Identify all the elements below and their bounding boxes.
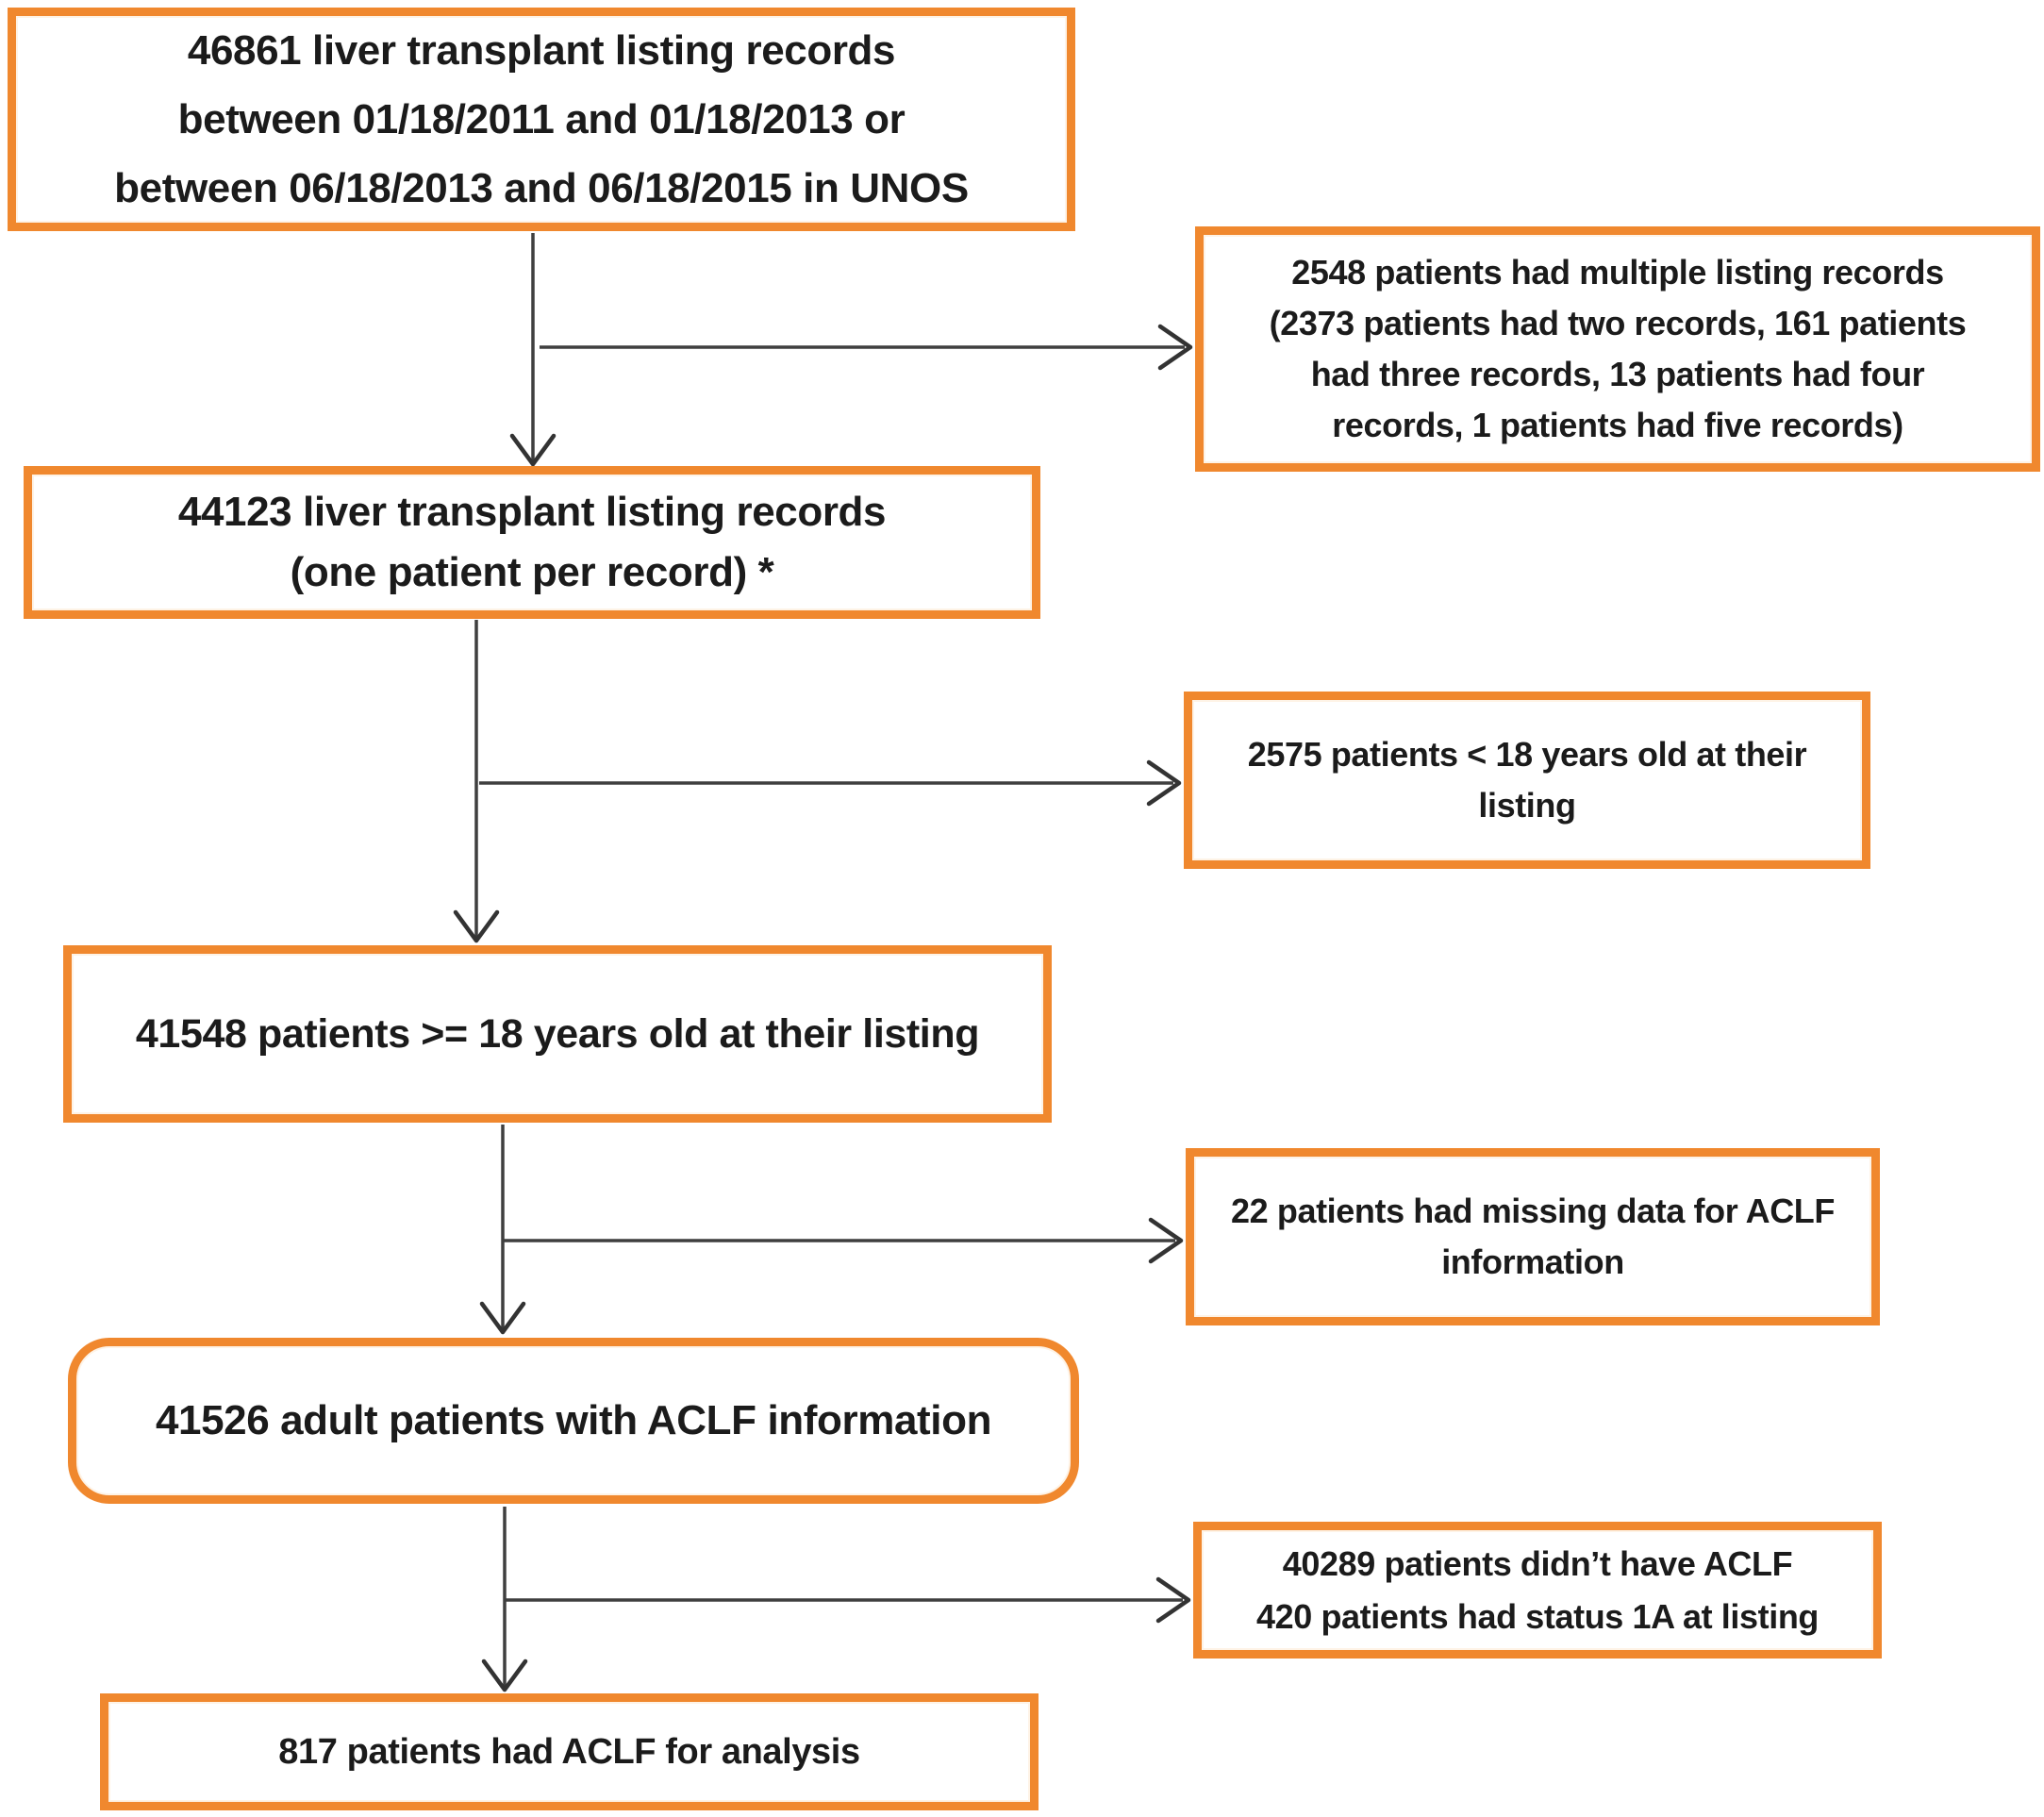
node-text-line: information bbox=[1441, 1242, 1624, 1281]
connector-adults-to-aclfinfo bbox=[479, 1125, 1184, 1335]
node-excluded-missing-aclf: 22 patients had missing data for ACLF in… bbox=[1186, 1148, 1880, 1325]
node-text-line: (one patient per record) * bbox=[290, 549, 774, 595]
node-excluded-no-aclf-status1a: 40289 patients didn’t have ACLF 420 pati… bbox=[1193, 1522, 1882, 1659]
connector-aclfinfo-to-final bbox=[481, 1507, 1191, 1692]
node-text-line: 2575 patients < 18 years old at their bbox=[1247, 735, 1807, 774]
node-text-line: 44123 liver transplant listing records bbox=[177, 489, 887, 535]
connector-records-to-dedup bbox=[509, 233, 1193, 467]
node-text-line: listing bbox=[1478, 786, 1576, 825]
node-excluded-under-18: 2575 patients < 18 years old at their li… bbox=[1184, 692, 1870, 869]
node-aclf-information: 41526 adult patients with ACLF informati… bbox=[68, 1338, 1079, 1504]
node-text-line: between 06/18/2013 and 06/18/2015 in UNO… bbox=[114, 165, 969, 211]
node-text-line: records, 1 patients had five records) bbox=[1332, 406, 1903, 444]
node-final-analysis: 817 patients had ACLF for analysis bbox=[100, 1693, 1039, 1810]
node-text-line: 420 patients had status 1A at listing bbox=[1255, 1596, 1820, 1636]
node-text-line: between 01/18/2011 and 01/18/2013 or bbox=[177, 96, 906, 142]
node-text-line: 46861 liver transplant listing records bbox=[187, 27, 896, 74]
node-text-line: 40289 patients didn’t have ACLF bbox=[1282, 1543, 1793, 1583]
connector-dedup-to-adults bbox=[453, 620, 1182, 943]
node-text-line: 41526 adult patients with ACLF informati… bbox=[155, 1397, 992, 1443]
node-text-line: 41548 patients >= 18 years old at their … bbox=[135, 1010, 980, 1057]
node-text-line: 817 patients had ACLF for analysis bbox=[278, 1731, 860, 1772]
node-adult-patients: 41548 patients >= 18 years old at their … bbox=[63, 945, 1052, 1123]
node-text-line: 22 patients had missing data for ACLF bbox=[1231, 1192, 1835, 1230]
node-text-line: 2548 patients had multiple listing recor… bbox=[1291, 253, 1944, 292]
node-excluded-multiple-records: 2548 patients had multiple listing recor… bbox=[1195, 226, 2040, 472]
node-all-listing-records: 46861 liver transplant listing records b… bbox=[8, 8, 1075, 231]
node-deduplicated-records: 44123 liver transplant listing records (… bbox=[24, 466, 1040, 619]
node-text-line: (2373 patients had two records, 161 pati… bbox=[1269, 304, 1967, 342]
node-text-line: had three records, 13 patients had four bbox=[1310, 355, 1925, 393]
